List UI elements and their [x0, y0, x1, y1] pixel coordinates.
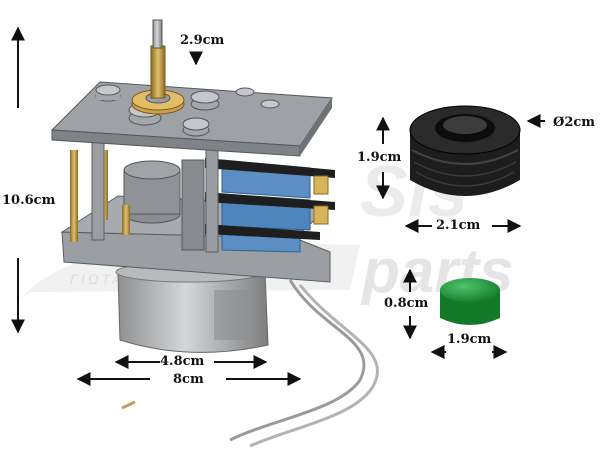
- dimension-motor-height: 10.6cm: [2, 193, 56, 208]
- top-plate-bosses: [95, 84, 280, 137]
- dimension-arrows: [11, 26, 545, 386]
- timer-motor: [50, 19, 379, 448]
- wire-end: [121, 400, 136, 410]
- dimension-knob-width: 2.1cm: [436, 218, 481, 233]
- switch-stack: [205, 158, 335, 253]
- dimension-plate-width: 8cm: [173, 372, 204, 387]
- dimension-base-width: 4.8cm: [160, 354, 205, 369]
- brass-post: [122, 205, 130, 235]
- brass-post: [70, 150, 78, 242]
- dimension-knob-diameter: Ø2cm: [553, 115, 596, 130]
- dimension-shaft-width: 2.9cm: [180, 33, 225, 48]
- black-knob: [409, 105, 521, 196]
- wire: [249, 284, 379, 448]
- steel-shaft-tip: [152, 19, 163, 49]
- green-cap: [440, 278, 500, 325]
- brass-shaft: [150, 45, 166, 99]
- dimension-cap-width: 1.9cm: [447, 332, 492, 347]
- dimension-knob-height: 1.9cm: [357, 150, 402, 165]
- dimension-cap-height: 0.8cm: [384, 296, 429, 311]
- wire: [229, 279, 366, 442]
